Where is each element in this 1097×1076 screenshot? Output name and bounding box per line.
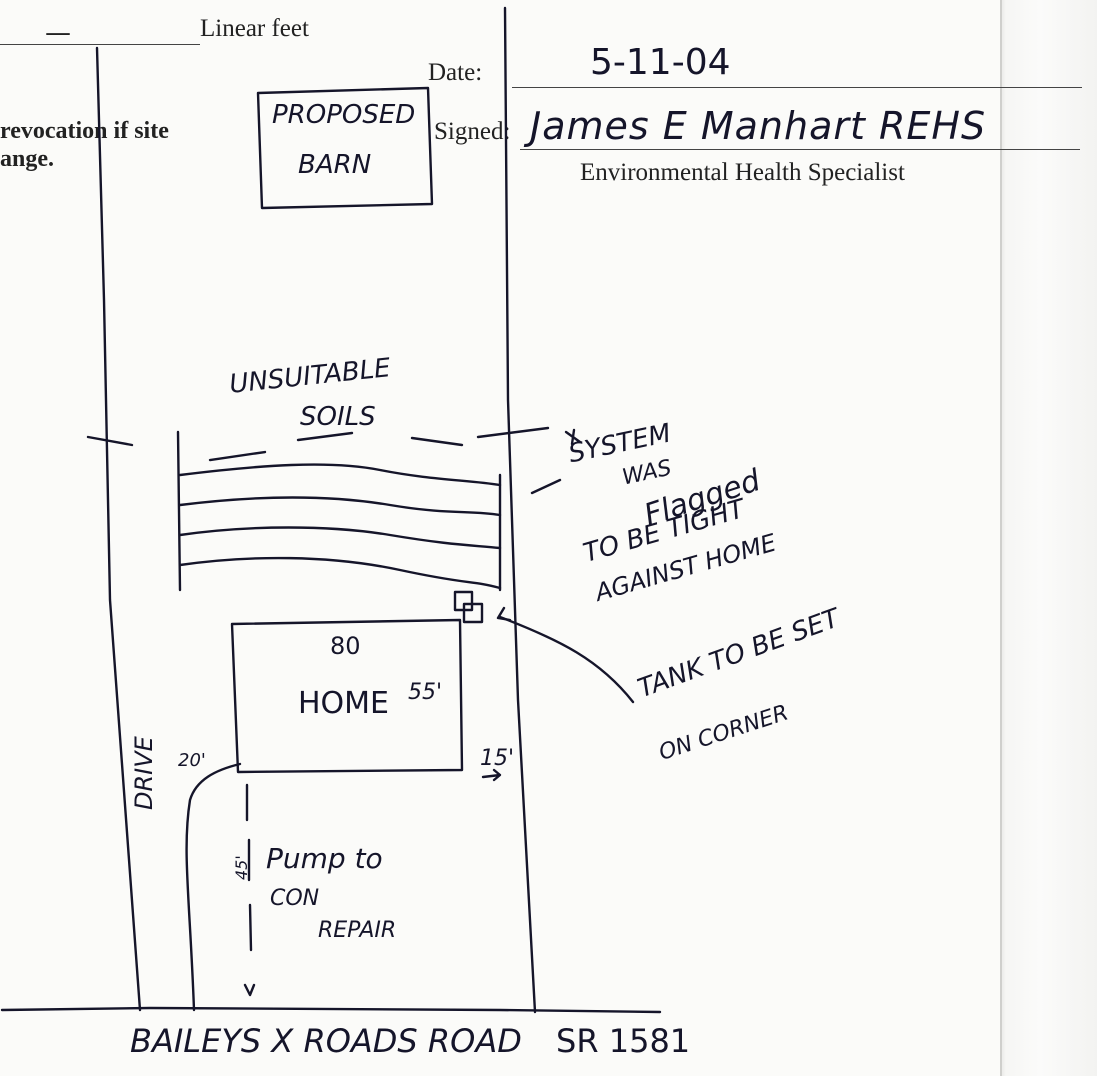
revocation-line1: revocation if site: [0, 118, 169, 144]
date-label: Date:: [428, 59, 483, 86]
signature: James E Manhart REHS: [530, 104, 987, 148]
offset-arrow: [481, 768, 502, 782]
home-label: HOME: [298, 686, 390, 721]
date-value: 5-11-04: [590, 42, 731, 83]
system-leader: [530, 478, 562, 495]
page-edge: [1000, 0, 1097, 1076]
star-mark: [564, 428, 582, 446]
pump-note-2: CON: [270, 886, 320, 911]
barn-box: [256, 86, 434, 210]
linear-feet-label: Linear feet: [200, 15, 309, 42]
signed-label: Signed:: [434, 118, 511, 145]
distance-line: [245, 783, 253, 952]
offset-left: 20': [178, 750, 206, 771]
offset-right: 15': [480, 746, 515, 771]
distance-label: 45': [232, 855, 251, 880]
pump-note-1: Pump to: [266, 842, 383, 875]
drainfield-frame: [176, 430, 502, 592]
home-box: [230, 618, 464, 774]
drainfield-line-1: [178, 463, 502, 487]
road-label: BAILEYS X ROADS ROAD: [130, 1022, 522, 1060]
route-label: SR 1581: [556, 1022, 691, 1060]
pump-note-3: REPAIR: [318, 918, 397, 943]
drainfield-line-4: [178, 556, 502, 590]
drainfield-line-3: [178, 526, 502, 550]
tank-boxes: [453, 590, 484, 624]
date-underline: [512, 87, 1082, 88]
linear-feet-value-area: —: [20, 18, 71, 48]
page-edge-line: [1000, 0, 1002, 1076]
left-property-line: [95, 46, 142, 1012]
tank-leader: [498, 615, 635, 704]
barn-label-line1: PROPOSED: [272, 100, 416, 130]
soils-label-line2: SOILS: [300, 402, 376, 432]
driveway-curve: [185, 762, 242, 1012]
specialist-title: Environmental Health Specialist: [580, 159, 905, 186]
center-property-line: [503, 6, 537, 1014]
home-depth: 55': [408, 680, 443, 705]
signature-underline: [520, 149, 1080, 150]
linear-feet-value: —: [45, 18, 71, 48]
road-line: [0, 1006, 662, 1014]
soils-boundary: [86, 426, 550, 462]
home-width: 80: [330, 632, 361, 660]
revocation-line2: ange.: [0, 146, 54, 172]
drainfield-line-2: [178, 496, 502, 517]
drive-label: DRIVE: [130, 736, 158, 810]
distance-arrow: [243, 983, 256, 997]
barn-label-line2: BARN: [298, 150, 372, 180]
linear-feet-underline: [0, 44, 200, 45]
